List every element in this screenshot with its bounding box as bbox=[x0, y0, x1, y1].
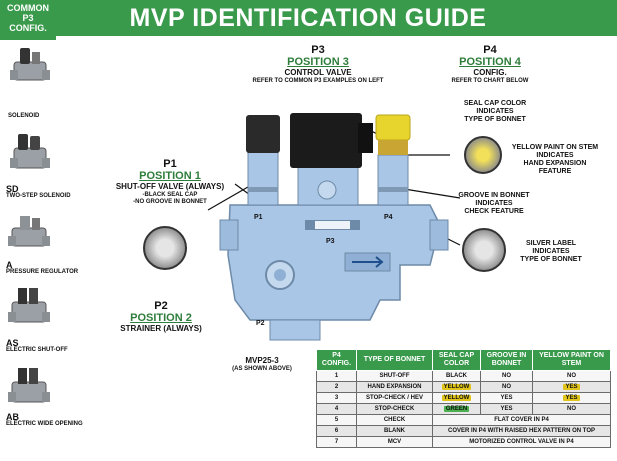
sidebar-title: COMMON P3 CONFIG. bbox=[0, 0, 56, 40]
callout-yellow-paint: YELLOW PAINT ON STEM INDICATES HAND EXPA… bbox=[511, 144, 599, 175]
header-bar: MVP IDENTIFICATION GUIDE bbox=[0, 0, 617, 36]
header-groove-in-bonnet: GROOVE IN BONNET bbox=[480, 349, 533, 371]
cell-seal-cap: BLACK bbox=[432, 370, 481, 382]
p1-bonnet bbox=[246, 115, 280, 206]
cell-type: STOP-CHECK / HEV bbox=[356, 392, 433, 404]
cell-description: FLAT COVER IN P4 bbox=[432, 414, 611, 426]
cell-seal-cap: GREEN bbox=[432, 403, 481, 415]
cell-type: STOP-CHECK bbox=[356, 403, 433, 415]
position-4-label: P4 POSITION 4 CONFIG. REFER TO CHART BEL… bbox=[451, 44, 529, 84]
solenoid-valve-icon bbox=[10, 48, 50, 81]
cell-type: MCV bbox=[356, 436, 433, 448]
cell-yellow-paint: NO bbox=[532, 370, 611, 382]
cell-config: 6 bbox=[316, 425, 357, 437]
header-yellow-paint-on-stem: YELLOW PAINT ON STEM bbox=[532, 349, 611, 371]
sidebar-item-solenoid: SOLENOID bbox=[8, 113, 40, 119]
position-1-label: P1 POSITION 1 SHUT-OFF VALVE (ALWAYS) -B… bbox=[115, 158, 225, 205]
mvp-valve-diagram bbox=[207, 113, 461, 341]
pressure-regulator-icon bbox=[8, 216, 50, 247]
cell-yellow-paint: YES bbox=[532, 381, 611, 393]
body-label-p1: P1 bbox=[254, 214, 263, 221]
sidebar-item-electric-shutoff: AS ELECTRIC SHUT-OFF bbox=[6, 338, 68, 354]
cell-groove: NO bbox=[480, 381, 533, 393]
sidebar-item-two-step-solenoid: SD TWO-STEP SOLENOID bbox=[6, 184, 71, 200]
sidebar-item-electric-wide-opening: AB ELECTRIC WIDE OPENING bbox=[6, 412, 83, 428]
valve-body bbox=[219, 204, 449, 341]
cell-yellow-paint-highlight: YES bbox=[563, 383, 580, 390]
p3-solenoid-coil bbox=[290, 113, 373, 206]
header-p4-config: P4 CONFIG. bbox=[316, 349, 357, 371]
cell-type: SHUT-OFF bbox=[356, 370, 433, 382]
cell-seal-cap: YELLOW bbox=[432, 392, 481, 404]
yellow-stem-detail-inset bbox=[464, 136, 502, 174]
position-3-label: P3 POSITION 3 CONTROL VALVE REFER TO COM… bbox=[252, 44, 384, 84]
page-title: MVP IDENTIFICATION GUIDE bbox=[129, 4, 487, 32]
p4-bonnet bbox=[375, 114, 411, 206]
silver-label-detail-inset bbox=[462, 228, 506, 272]
cell-yellow-paint-highlight: YES bbox=[563, 394, 580, 401]
electric-wide-opening-icon bbox=[8, 368, 50, 403]
electric-shutoff-icon bbox=[8, 288, 50, 323]
sidebar-illustrations bbox=[8, 48, 50, 403]
cell-config: 2 bbox=[316, 381, 357, 393]
cell-description: MOTORIZED CONTROL VALVE IN P4 bbox=[432, 436, 611, 448]
cell-groove: YES bbox=[480, 392, 533, 404]
header-seal-cap-color: SEAL CAP COLOR bbox=[432, 349, 481, 371]
cell-type: HAND EXPANSION bbox=[356, 381, 433, 393]
cell-seal-cap-highlight: YELLOW bbox=[441, 394, 472, 401]
table-header-row: P4 CONFIG. TYPE OF BONNET SEAL CAP COLOR… bbox=[316, 349, 611, 371]
callout-seal-cap: SEAL CAP COLOR INDICATES TYPE OF BONNET bbox=[463, 100, 527, 123]
cell-groove: YES bbox=[480, 403, 533, 415]
callout-groove: GROOVE IN BONNET INDICATES CHECK FEATURE bbox=[458, 192, 530, 215]
body-label-p3: P3 bbox=[326, 238, 335, 245]
cell-groove: NO bbox=[480, 370, 533, 382]
callout-silver-label: SILVER LABEL INDICATES TYPE OF BONNET bbox=[520, 240, 582, 263]
header-type-of-bonnet: TYPE OF BONNET bbox=[356, 349, 433, 371]
cell-type: BLANK bbox=[356, 425, 433, 437]
cell-seal-cap: YELLOW bbox=[432, 381, 481, 393]
cell-yellow-paint: YES bbox=[532, 392, 611, 404]
two-step-solenoid-icon bbox=[10, 134, 50, 169]
cell-seal-cap-highlight: GREEN bbox=[443, 405, 470, 412]
position-2-label: P2 POSITION 2 STRAINER (ALWAYS) bbox=[120, 300, 202, 333]
body-label-p4: P4 bbox=[384, 214, 393, 221]
p4-config-table: P4 CONFIG. TYPE OF BONNET SEAL CAP COLOR… bbox=[316, 349, 611, 448]
cell-yellow-paint: NO bbox=[532, 403, 611, 415]
cell-config: 3 bbox=[316, 392, 357, 404]
cell-config: 5 bbox=[316, 414, 357, 426]
cell-config: 1 bbox=[316, 370, 357, 382]
sidebar-item-pressure-regulator: A PRESSURE REGULATOR bbox=[6, 260, 79, 276]
body-label-p2: P2 bbox=[256, 320, 265, 327]
cell-type: CHECK bbox=[356, 414, 433, 426]
cell-config: 7 bbox=[316, 436, 357, 448]
model-caption: MVP25-3 (AS SHOWN ABOVE) bbox=[232, 356, 292, 372]
cell-seal-cap-highlight: YELLOW bbox=[441, 383, 472, 390]
cell-config: 4 bbox=[316, 403, 357, 415]
p1-detail-inset bbox=[143, 226, 187, 270]
cell-description: COVER IN P4 WITH RAISED HEX PATTERN ON T… bbox=[432, 425, 611, 437]
